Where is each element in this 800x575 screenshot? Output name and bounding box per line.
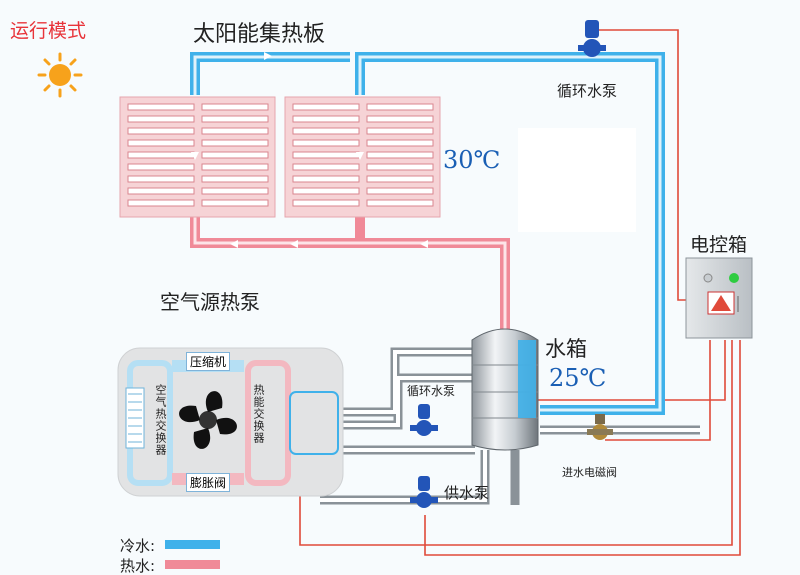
air-exchanger-label: 空气热交换器 — [154, 384, 167, 456]
pump-icon — [410, 404, 438, 436]
collector-slot — [366, 139, 434, 147]
circ-pump-mid-label: 循环水泵 — [407, 384, 456, 398]
collector-slot — [292, 151, 360, 159]
control-box-label: 电控箱 — [690, 234, 748, 256]
tank-label: 水箱 — [545, 337, 587, 361]
blank-panel — [518, 128, 636, 232]
mode-title: 运行模式 — [10, 20, 87, 42]
solenoid-valve-label: 进水电磁阀 — [562, 466, 617, 479]
collector-slot — [201, 163, 269, 171]
warning-icon — [711, 295, 731, 311]
collector-slot — [201, 139, 269, 147]
collector-slot — [201, 115, 269, 123]
tank-temp: 25℃ — [549, 364, 607, 392]
collector-slot — [127, 175, 195, 183]
collector-slot — [201, 187, 269, 195]
collector-slot — [127, 127, 195, 135]
collector-slot — [366, 163, 434, 171]
collector-slot — [292, 199, 360, 207]
collector-slot — [366, 175, 434, 183]
collector-slot — [366, 187, 434, 195]
heat-pump-label: 空气源热泵 — [160, 290, 260, 314]
collector-slot — [292, 127, 360, 135]
valve-icon — [587, 414, 613, 440]
collector-slot — [292, 115, 360, 123]
expansion-valve-label: 膨胀阀 — [186, 473, 231, 492]
heat-exchanger-label: 热能交换器 — [252, 384, 265, 444]
service-pipes-inner — [318, 350, 700, 502]
collector-slot — [127, 163, 195, 171]
collector-slot — [127, 139, 195, 147]
collector-slot — [201, 103, 269, 111]
control-wires — [299, 29, 741, 556]
collector-slot — [366, 103, 434, 111]
circ-pump-top-label: 循环水泵 — [557, 82, 618, 100]
collector-slot — [127, 151, 195, 159]
supply-pump-label: 供水泵 — [444, 484, 490, 502]
collector-slot — [201, 127, 269, 135]
water-tank — [471, 328, 539, 451]
collector-slot — [366, 115, 434, 123]
sun-icon — [37, 52, 83, 98]
legend-hot-label: 热水: — [120, 557, 156, 575]
collector-slot — [292, 103, 360, 111]
panel-temp: 30℃ — [443, 146, 501, 174]
collector-slot — [366, 127, 434, 135]
cold-loop-inner — [193, 55, 662, 412]
pump-icon — [410, 476, 438, 508]
legend-cold-swatch — [165, 540, 220, 549]
collector-slot — [366, 151, 434, 159]
collector-slot — [366, 199, 434, 207]
collector-slot — [292, 163, 360, 171]
collector-slot — [201, 151, 269, 159]
collector-slot — [127, 115, 195, 123]
collector-slot — [292, 139, 360, 147]
control-box — [685, 257, 753, 339]
collector-slot — [201, 175, 269, 183]
collector-slot — [201, 199, 269, 207]
pump-icon — [578, 20, 606, 57]
collector-slot — [127, 199, 195, 207]
legend-hot-swatch — [165, 560, 220, 569]
collector-slot — [127, 103, 195, 111]
legend-cold-label: 冷水: — [120, 537, 156, 555]
solar-panel-label: 太阳能集热板 — [193, 22, 326, 47]
flow-arrows — [191, 52, 428, 248]
compressor-label: 压缩机 — [186, 352, 231, 371]
collector-slot — [292, 187, 360, 195]
collector-slot — [292, 175, 360, 183]
collector-slot — [127, 187, 195, 195]
hot-line-inner — [193, 215, 507, 330]
fan-icon — [179, 391, 237, 449]
panel-slots — [127, 103, 434, 207]
